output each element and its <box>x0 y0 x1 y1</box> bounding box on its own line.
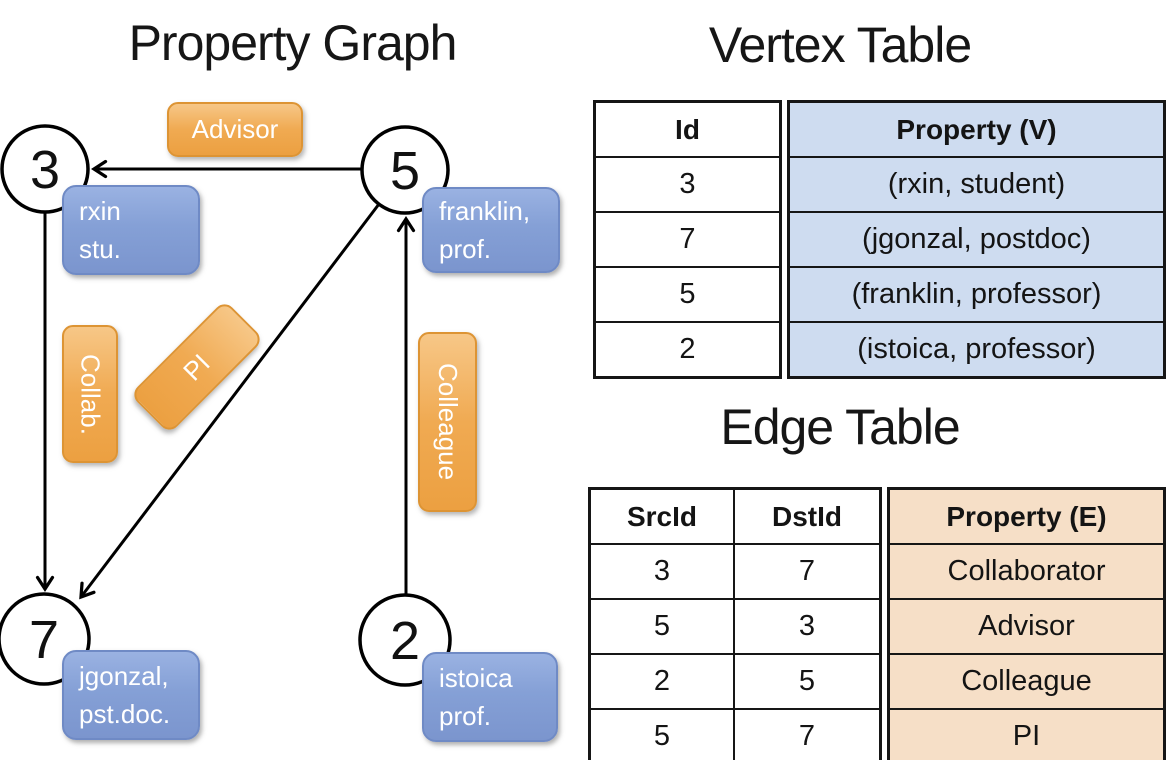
node-property-line: franklin, <box>439 196 531 226</box>
edge-table-srcid-cell: 5 <box>591 708 735 760</box>
node-property-line: jgonzal, <box>79 661 169 691</box>
edge-label-text: PI <box>177 347 216 386</box>
edge-table-srcid-cell: 2 <box>591 653 735 708</box>
node-property-line: rxin <box>79 196 121 226</box>
edge-table-title: Edge Table <box>720 399 960 455</box>
edge-table-dstid-cell: 5 <box>735 653 879 708</box>
edge-table-dstid-header: DstId <box>772 500 842 532</box>
node-property-line: pst.doc. <box>79 699 171 729</box>
vertex-table-property-cell: (franklin, professor) <box>790 266 1163 321</box>
edge-label-colleague: Colleague <box>418 332 477 512</box>
node-property-line: istoica <box>439 663 513 693</box>
edge-table-property-cell: Advisor <box>890 598 1163 653</box>
vertex-table-id-cell: 5 <box>596 266 779 321</box>
vertex-table-id-header: Id <box>675 113 700 145</box>
vertex-table-property-cell: (istoica, professor) <box>790 321 1163 376</box>
edge-label-advisor: Advisor <box>167 102 303 157</box>
node-property-box-istoica: istoica prof. <box>422 652 558 742</box>
edge-table-srcid-header: SrcId <box>591 490 735 543</box>
vertex-table-property-cell: (jgonzal, postdoc) <box>790 211 1163 266</box>
edge-table-property-column: Property (E) Collaborator Advisor Collea… <box>887 487 1166 760</box>
edge-table-dstid-cell: 7 <box>735 543 879 598</box>
edge-table-id-columns: SrcId DstId 3 7 5 3 2 5 5 7 <box>588 487 882 760</box>
edge-label-text: Advisor <box>191 114 279 144</box>
node-property-line: stu. <box>79 234 121 264</box>
vertex-table-id-column: Id 3 7 5 2 <box>593 100 782 379</box>
node-property-box-franklin: franklin, prof. <box>422 187 560 273</box>
vertex-table-property-header: Property (V) <box>896 113 1057 145</box>
edge-table-property-header: Property (E) <box>946 500 1107 532</box>
edge-table-property-cell: PI <box>890 708 1163 760</box>
edge-label-text: Colleague <box>433 363 463 481</box>
edge-arrow-5-to-7-pi <box>79 203 381 600</box>
node-property-box-jgonzal: jgonzal, pst.doc. <box>62 650 200 740</box>
edge-table-dstid-cell: 3 <box>735 598 879 653</box>
edge-table-property-cell: Colleague <box>890 653 1163 708</box>
node-id-2: 2 <box>390 611 420 671</box>
vertex-table-property-cell: (rxin, student) <box>790 156 1163 211</box>
node-id-5: 5 <box>390 141 420 201</box>
node-property-line: prof. <box>439 701 492 731</box>
edge-table-srcid-cell: 3 <box>591 543 735 598</box>
edge-table-property-cell: Collaborator <box>890 543 1163 598</box>
property-graph-title: Property Graph <box>128 15 458 71</box>
vertex-table-title: Vertex Table <box>708 17 972 73</box>
edge-label-collaborator: Collab. <box>62 325 118 463</box>
vertex-table-id-cell: 7 <box>596 211 779 266</box>
node-id-3: 3 <box>30 140 60 200</box>
node-property-box-rxin: rxin stu. <box>62 185 200 275</box>
node-id-7: 7 <box>29 610 59 670</box>
node-property-line: prof. <box>439 234 492 264</box>
edge-label-text: Collab. <box>75 353 106 435</box>
vertex-table-property-column: Property (V) (rxin, student) (jgonzal, p… <box>787 100 1166 379</box>
vertex-table-id-cell: 3 <box>596 156 779 211</box>
vertex-table-id-cell: 2 <box>596 321 779 376</box>
edge-table-srcid-cell: 5 <box>591 598 735 653</box>
edge-table-dstid-cell: 7 <box>735 708 879 760</box>
